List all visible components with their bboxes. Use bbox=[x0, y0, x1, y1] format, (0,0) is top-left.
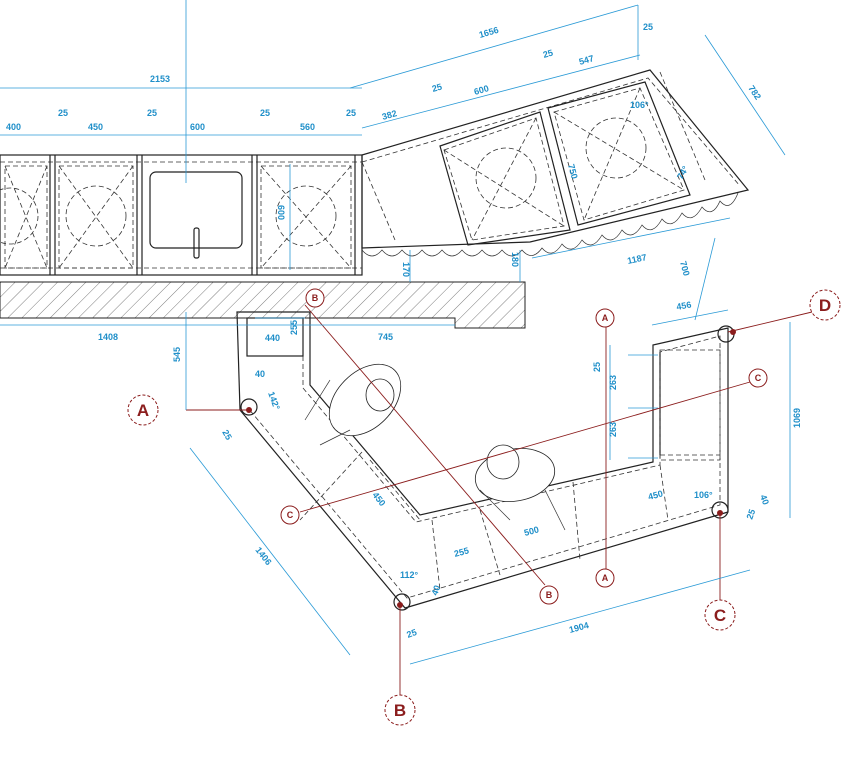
dim-450: 450 bbox=[647, 488, 664, 502]
dim-40: 40 bbox=[758, 493, 771, 506]
dim-450: 450 bbox=[88, 122, 103, 132]
dim-25: 25 bbox=[346, 108, 356, 118]
section-lines bbox=[185, 0, 813, 695]
dim-1187: 1187 bbox=[626, 252, 647, 266]
dim-2153: 2153 bbox=[150, 74, 170, 84]
person-left bbox=[304, 363, 402, 446]
dim-700: 700 bbox=[678, 260, 692, 277]
dim-25: 25 bbox=[744, 508, 757, 521]
dim-25: 25 bbox=[58, 108, 68, 118]
dim-25: 25 bbox=[542, 48, 554, 60]
angle-74: 74° bbox=[675, 164, 691, 181]
dim-500: 500 bbox=[523, 524, 540, 538]
dim-263: 263 bbox=[608, 422, 618, 437]
marker-C-right: C bbox=[755, 373, 762, 383]
wall-hatched bbox=[0, 281, 526, 329]
dim-25: 25 bbox=[260, 108, 270, 118]
angle-106: 106° bbox=[630, 100, 649, 110]
dim-40: 40 bbox=[255, 369, 265, 379]
dim-25: 25 bbox=[643, 22, 653, 32]
angle-112: 112° bbox=[400, 570, 419, 580]
angled-counter bbox=[361, 69, 750, 249]
dim-545: 545 bbox=[172, 347, 182, 362]
dim-170: 170 bbox=[401, 262, 411, 277]
dim-40: 40 bbox=[429, 584, 442, 597]
dim-25: 25 bbox=[405, 627, 418, 640]
dim-1656: 1656 bbox=[478, 25, 500, 40]
dim-560: 560 bbox=[300, 122, 315, 132]
dim-382: 382 bbox=[381, 108, 398, 122]
dim-180: 180 bbox=[510, 252, 520, 267]
marker-B-top: B bbox=[312, 293, 319, 303]
dim-450: 450 bbox=[370, 490, 387, 508]
dim-600: 600 bbox=[473, 83, 490, 97]
dim-750: 750 bbox=[566, 163, 580, 180]
person-right bbox=[474, 444, 566, 531]
marker-C-left: C bbox=[287, 510, 294, 520]
marker-A-bottom: A bbox=[602, 573, 609, 583]
dim-1904: 1904 bbox=[568, 620, 590, 635]
marker-D: D bbox=[819, 296, 831, 315]
dim-25: 25 bbox=[147, 108, 157, 118]
dim-25: 25 bbox=[592, 362, 602, 372]
dim-25: 25 bbox=[220, 428, 234, 442]
wavy-edge bbox=[361, 192, 739, 257]
kitchen-island bbox=[236, 311, 729, 609]
marker-B-bottom: B bbox=[546, 590, 553, 600]
dim-745: 745 bbox=[378, 332, 393, 342]
dim-782: 782 bbox=[746, 84, 763, 102]
section-markers: A B C D A A B B C C bbox=[127, 288, 841, 726]
marker-A-top: A bbox=[602, 313, 609, 323]
marker-C: C bbox=[714, 606, 726, 625]
dim-255: 255 bbox=[453, 545, 470, 559]
left-counter bbox=[0, 154, 363, 276]
dim-263: 263 bbox=[608, 375, 618, 390]
angle-106: 106° bbox=[694, 490, 713, 500]
dimension-lines bbox=[0, 4, 791, 665]
dim-255: 255 bbox=[289, 320, 299, 335]
dim-1069: 1069 bbox=[792, 408, 802, 428]
dim-25: 25 bbox=[431, 82, 443, 94]
dim-400: 400 bbox=[6, 122, 21, 132]
dim-600: 600 bbox=[276, 205, 286, 220]
marker-A: A bbox=[137, 401, 149, 420]
angle-142: 142° bbox=[266, 390, 282, 411]
dim-440: 440 bbox=[265, 333, 280, 343]
dimension-labels: 2153 1656 25 400 25 450 25 600 25 560 25… bbox=[6, 22, 802, 640]
dim-547: 547 bbox=[578, 53, 595, 67]
dim-600: 600 bbox=[190, 122, 205, 132]
dim-1406: 1406 bbox=[253, 545, 273, 567]
dim-456: 456 bbox=[676, 300, 693, 312]
marker-B: B bbox=[394, 701, 406, 720]
dim-1408: 1408 bbox=[98, 332, 118, 342]
